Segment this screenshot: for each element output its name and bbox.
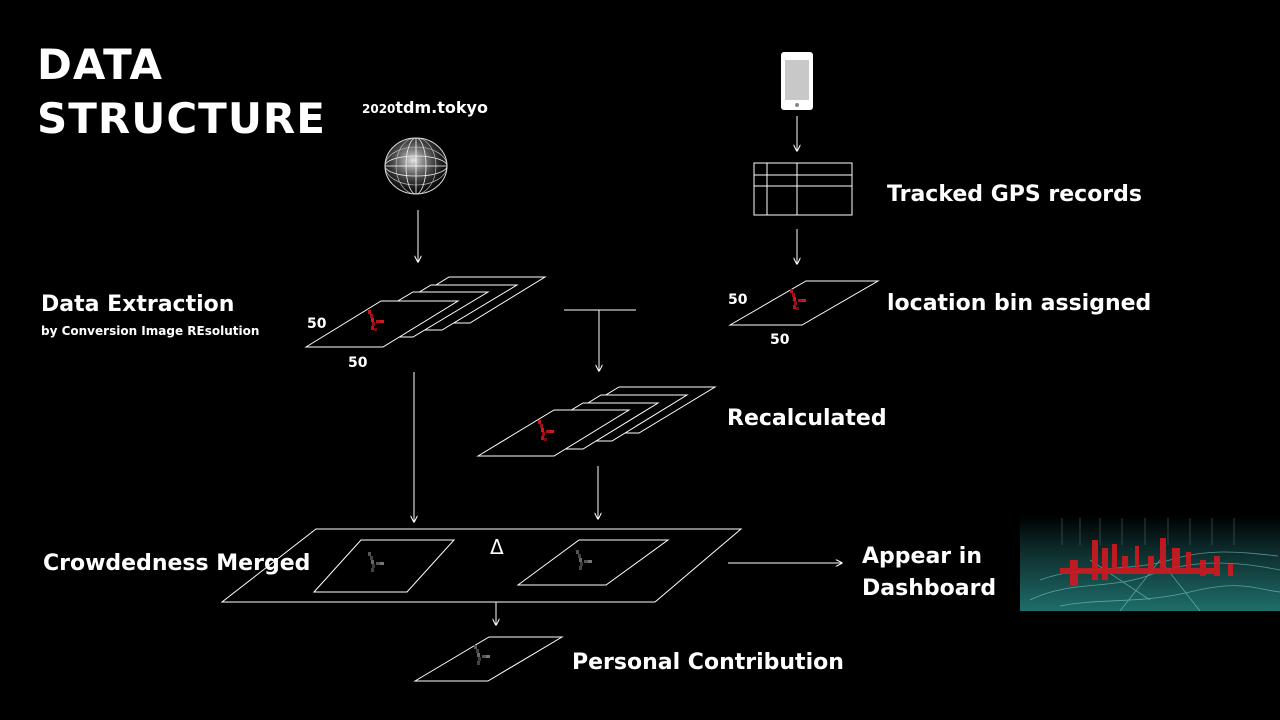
dashboard-label-line2: Dashboard bbox=[862, 576, 997, 601]
recalculated-label: Recalculated bbox=[727, 406, 887, 431]
tracked-gps-label: Tracked GPS records bbox=[887, 182, 1142, 207]
data-extraction-sublabel: by Conversion Image REsolution bbox=[41, 324, 260, 338]
extraction-stack bbox=[304, 276, 547, 348]
dashboard-map-image bbox=[1020, 516, 1280, 612]
delta-symbol: Δ bbox=[490, 535, 504, 559]
source-label: 2020tdm.tokyo bbox=[362, 100, 488, 116]
bin-bottom-size: 50 bbox=[770, 332, 790, 348]
dashboard-label-line1: Appear in bbox=[862, 544, 983, 569]
bin-plane bbox=[728, 280, 880, 326]
crowdedness-merged-label: Crowdedness Merged bbox=[43, 551, 311, 576]
bin-side-size: 50 bbox=[728, 292, 748, 308]
page-title-line1: DATA bbox=[37, 40, 164, 89]
location-bin-label: location bin assigned bbox=[887, 291, 1152, 316]
extraction-bottom-size: 50 bbox=[348, 355, 368, 371]
merged-plane bbox=[220, 528, 743, 603]
dashboard-label: Appear in Dashboard bbox=[862, 541, 996, 605]
personal-contribution-label: Personal Contribution bbox=[572, 650, 844, 675]
page-title-line2: STRUCTURE bbox=[37, 93, 326, 143]
page-title: DATA STRUCTURE bbox=[37, 38, 326, 146]
recalculated-stack bbox=[476, 386, 717, 457]
table-icon bbox=[753, 162, 853, 216]
smartphone-icon bbox=[781, 52, 813, 110]
data-extraction-label: Data Extraction bbox=[41, 292, 235, 317]
source-year: 2020 bbox=[362, 102, 396, 116]
source-site: tdm.tokyo bbox=[395, 98, 488, 117]
extraction-side-size: 50 bbox=[307, 316, 327, 332]
personal-plane bbox=[413, 636, 564, 682]
globe-icon bbox=[384, 137, 448, 195]
